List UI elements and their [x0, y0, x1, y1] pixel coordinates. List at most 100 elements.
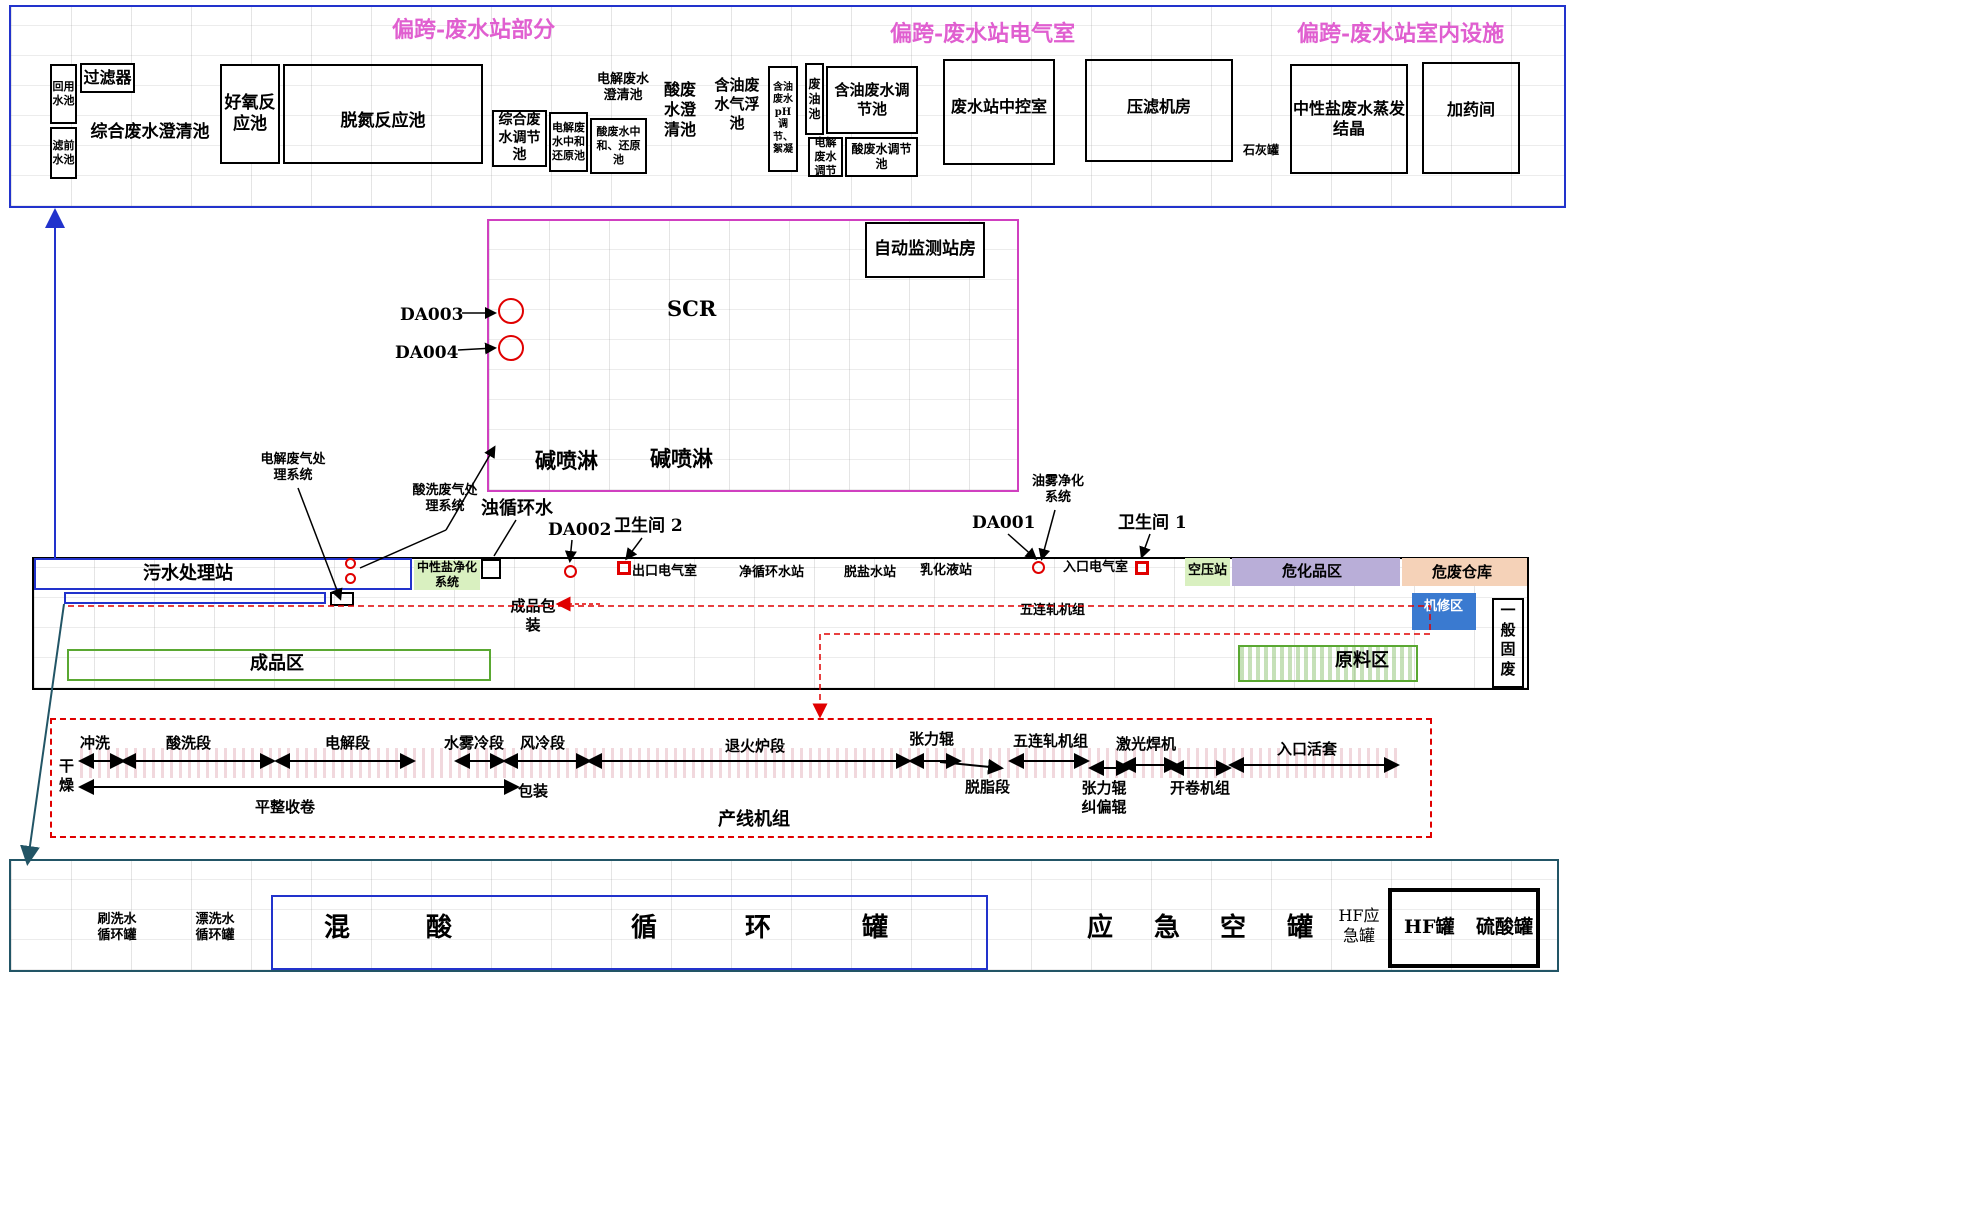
- emergency-char-4: 罐: [1287, 913, 1314, 943]
- raw-material-area: 原料区: [1335, 650, 1389, 671]
- denitrification-tank: 脱氮反应池: [283, 64, 483, 164]
- emulsion-station: 乳化液站: [920, 563, 973, 578]
- electrolytic-regulating: 电解废水调节: [808, 136, 843, 177]
- stage-pickling: 酸洗段: [166, 734, 212, 752]
- da001-marker: [1032, 561, 1045, 574]
- da002-marker: [564, 565, 577, 578]
- mixed-acid-char-1: 混: [324, 913, 351, 943]
- turbid-water-arrow: [493, 519, 517, 557]
- da001-arrow: [1007, 533, 1038, 560]
- hazardous-chemicals-area: 危化品区: [1282, 562, 1343, 580]
- auto-monitoring-room: 自动监测站房: [865, 222, 985, 278]
- pickling-outlet-marker-a: [345, 558, 356, 569]
- stage-annealing: 退火炉段: [725, 737, 786, 755]
- pickling-outlet-marker-b: [345, 573, 356, 584]
- da002-arrow: [564, 539, 577, 563]
- neutral-salt-system: 中性盐净化系统: [416, 560, 477, 589]
- stage-rinse: 冲洗: [80, 734, 111, 752]
- pickling-gas-arrow-tip: [445, 445, 496, 531]
- mixed-acid-char-4: 环: [745, 913, 772, 943]
- acid-tank-panel: [9, 859, 1559, 972]
- electrolysis-exhaust-callout: 电解废气处理系统: [260, 452, 326, 484]
- sewage-station-frame: [34, 558, 412, 590]
- header-indoor-facilities: 偏跨-废水站室内设施: [1297, 21, 1505, 47]
- mixed-acid-char-3: 循: [631, 913, 658, 943]
- mixed-acid-char-5: 罐: [862, 913, 889, 943]
- pipe-gallery: [64, 592, 326, 604]
- toilet-2-arrow: [625, 537, 643, 561]
- stage-leveling-coiling: 平整收卷: [255, 798, 316, 816]
- pickling-gas-arrow: [359, 529, 447, 569]
- maintenance-area: 机修区: [1424, 599, 1464, 614]
- hf-tank: HF罐: [1404, 916, 1455, 938]
- hazardous-waste-bg: [1402, 558, 1527, 586]
- aerobic-reaction-tank: 好氧反应池: [220, 64, 280, 164]
- prefilter-water-pool: 滤前水池: [50, 127, 77, 179]
- finished-product-area-frame: [67, 649, 491, 681]
- toilet-1-marker: [1135, 561, 1149, 575]
- mixed-acid-tank-frame: [271, 895, 988, 970]
- general-solid-waste: 一般固废: [1500, 601, 1516, 678]
- finished-product-area: 成品区: [250, 653, 304, 674]
- oily-regulating-tank: 含油废水调节池: [826, 66, 918, 134]
- da004-arrow: [457, 342, 497, 355]
- emergency-char-2: 急: [1154, 913, 1181, 943]
- acid-clarifier: 酸废水澄清池: [663, 80, 696, 139]
- hf-sulfuric-frame: [1388, 888, 1540, 968]
- sewage-station-label: 污水处理站: [143, 563, 233, 584]
- stage-mist-cooling: 水雾冷段: [444, 734, 505, 752]
- toilet-2-label: 卫生间 2: [614, 516, 683, 536]
- stage-degreasing: 脱脂段: [965, 778, 1011, 796]
- outlet-electrical-room: 出口电气室: [632, 564, 698, 579]
- stage-drying: 干燥: [58, 757, 74, 794]
- oil-mist-arrow: [1038, 509, 1056, 561]
- oily-ph-flocculation: 含油废水pH调节、絮凝: [768, 66, 798, 172]
- oily-flotation-tank: 含油废水气浮池: [714, 76, 760, 132]
- rinse-water-tank: 漂洗水循环罐: [195, 912, 235, 944]
- oil-mist-callout: 油雾净化系统: [1031, 474, 1084, 506]
- link-to-acid-panel: [20, 603, 65, 866]
- air-compressor-bg: [1185, 558, 1230, 586]
- inlet-electrical-room: 入口电气室: [1063, 560, 1129, 575]
- toilet-2-marker: [617, 561, 631, 575]
- central-control-room: 废水站中控室: [943, 59, 1055, 165]
- stage-packaging: 包装: [518, 782, 549, 800]
- da001-label: DA001: [972, 513, 1036, 533]
- brush-water-tank: 刷洗水循环罐: [97, 912, 137, 944]
- da004-outlet-marker: [498, 335, 524, 361]
- link-to-production-line: [68, 605, 1431, 719]
- general-solid-waste-frame: [1492, 598, 1524, 688]
- alkali-spray-2: 碱喷淋: [650, 446, 713, 471]
- hazardous-waste-warehouse: 危废仓库: [1432, 563, 1493, 581]
- emergency-char-3: 空: [1220, 913, 1247, 943]
- acid-neutralization-tank: 酸废水中和、还原池: [590, 118, 647, 174]
- stage-air-cooling: 风冷段: [520, 734, 566, 752]
- da003-outlet-marker: [498, 298, 524, 324]
- stage-electrolysis: 电解段: [325, 734, 371, 752]
- stage-uncoiler: 开卷机组: [1170, 779, 1231, 797]
- waste-oil-pool: 废油池: [805, 63, 824, 135]
- turbid-water-callout: 浊循环水: [481, 498, 553, 519]
- desalination-station: 脱盐水站: [844, 565, 897, 580]
- stage-entry-loop: 入口活套: [1277, 740, 1338, 758]
- raw-material-area-frame: [1238, 645, 1418, 682]
- electrolysis-gas-arrow: [297, 487, 343, 601]
- acid-regulating-tank: 酸废水调节池: [845, 137, 918, 177]
- production-line-frame: [50, 718, 1432, 838]
- lime-tank: 石灰罐: [1242, 143, 1279, 157]
- header-wastewater-part: 偏跨-废水站部分: [392, 17, 556, 43]
- da004-label: DA004: [395, 343, 459, 363]
- stage-laser-welder: 激光焊机: [1116, 735, 1177, 753]
- filter: 过滤器: [80, 63, 135, 93]
- sulfuric-acid-tank: 硫酸罐: [1476, 916, 1534, 938]
- production-line-caption: 产线机组: [718, 809, 790, 830]
- electrolytic-neutralization-tank: 电解废水中和还原池: [549, 112, 588, 172]
- air-compressor-station: 空压站: [1188, 563, 1228, 578]
- dosing-room: 加药间: [1422, 62, 1520, 174]
- filter-press-room: 压滤机房: [1085, 59, 1233, 162]
- hf-emergency-tank: HF应急罐: [1338, 906, 1380, 945]
- reuse-water-pool: 回用水池: [50, 64, 77, 124]
- turbid-water-box: [481, 559, 501, 579]
- clean-circulation-station: 净循环水站: [739, 565, 805, 580]
